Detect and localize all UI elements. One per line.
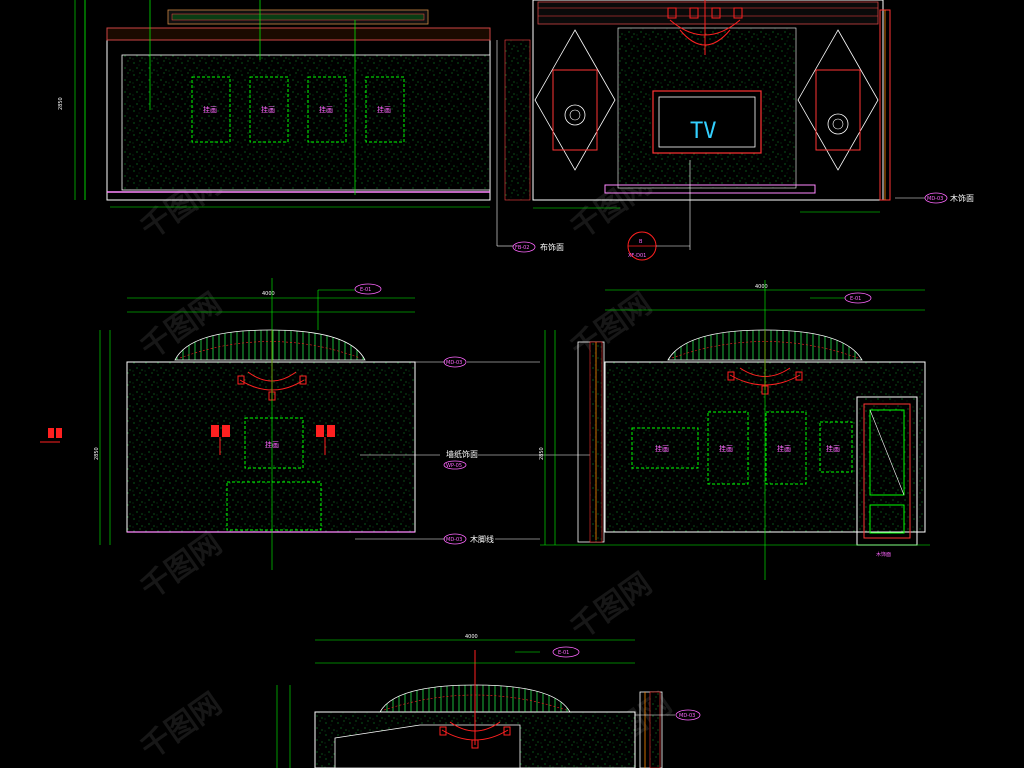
- frame-text: 挂画: [319, 105, 333, 114]
- finish-label: 木饰面: [950, 193, 974, 203]
- column-strip: [504, 39, 531, 201]
- tag: MD-03: [927, 196, 943, 202]
- elevation-tv-wall: TV: [532, 0, 891, 250]
- svg-text:千图网: 千图网: [565, 286, 659, 366]
- frame-text: 挂画: [377, 105, 391, 114]
- wall-finish-label: 墙纸饰面: [446, 449, 478, 459]
- finish-label: 布饰面: [540, 242, 564, 252]
- elevation-top-left: 挂画 挂画 挂画 挂画 2850: [58, 0, 491, 208]
- frame-text: 挂画: [203, 105, 217, 114]
- elevation-mid-right: 挂画 挂画 挂画 挂画 木饰面 4000 2850 E-01: [539, 280, 930, 580]
- svg-text:千图网: 千图网: [565, 566, 659, 646]
- dim-width: 4000: [262, 291, 275, 297]
- elevation-mid-left: 挂画 4000 2850 E-01: [40, 278, 416, 570]
- dim-height: 2850: [539, 447, 545, 460]
- tag: MD-03: [446, 537, 462, 543]
- tag: E-01: [558, 650, 569, 656]
- frame-text: 挂画: [655, 444, 669, 453]
- dim-height: 2850: [94, 447, 100, 460]
- frame-text: 挂画: [826, 444, 840, 453]
- svg-text:千图网: 千图网: [135, 686, 229, 766]
- dim-width: 4000: [755, 284, 768, 290]
- section-callout: B XF-D01: [627, 231, 690, 261]
- frame-text: 挂画: [777, 444, 791, 453]
- tag: E-01: [850, 296, 861, 302]
- elevation-bottom: 4000 E-01 MD-03: [276, 634, 701, 768]
- tags-middle: MD-03 墙纸饰面 WP-05 MD-03 木脚线: [355, 356, 600, 545]
- dim-height: 2850: [58, 97, 64, 110]
- tags-top: FB-02 布饰面 MD-03 木饰面: [496, 40, 974, 253]
- callout-top: B: [639, 239, 643, 245]
- dim-width: 4000: [465, 634, 478, 640]
- frame-text: 挂画: [719, 444, 733, 453]
- svg-text:千图网: 千图网: [135, 526, 229, 606]
- baseboard-label: 木脚线: [470, 534, 494, 544]
- tv-label: TV: [690, 119, 717, 144]
- frame-text: 挂画: [261, 105, 275, 114]
- tag: MD-03: [679, 713, 695, 719]
- tag: WP-05: [446, 463, 462, 469]
- tag: E-01: [360, 287, 371, 293]
- callout-bottom: XF-D01: [628, 253, 646, 259]
- door-label: 木饰面: [876, 551, 891, 558]
- tag: MD-03: [446, 360, 462, 366]
- tag: FB-02: [515, 245, 529, 251]
